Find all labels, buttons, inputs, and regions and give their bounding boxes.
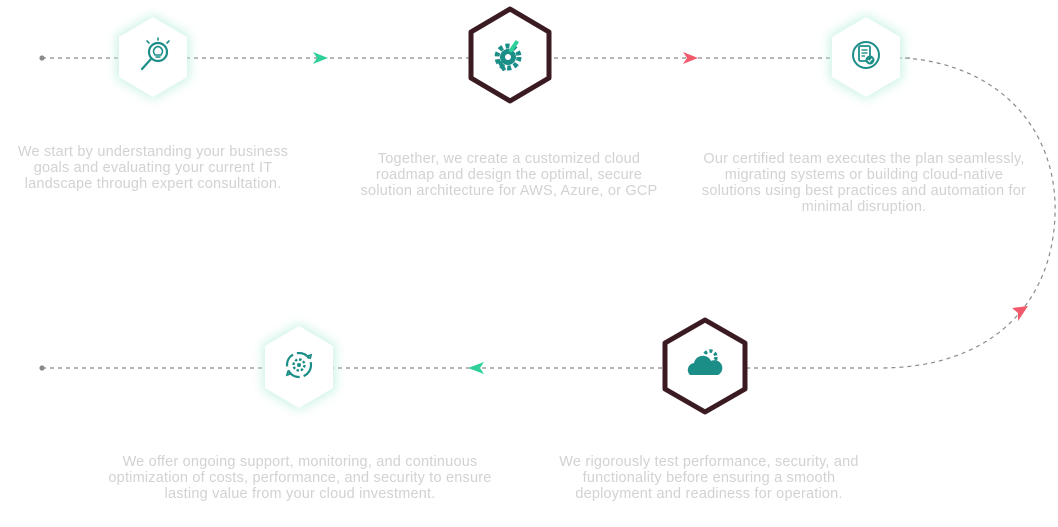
- arrow-red-top-icon: [683, 52, 698, 64]
- connector-curve: [879, 57, 1056, 369]
- step-2-hexagon: [468, 6, 552, 104]
- architecture-gear-tools-icon: [494, 40, 522, 71]
- support-optimization-cycle-icon: [285, 351, 313, 379]
- consultation-lightbulb-search-icon: [140, 37, 170, 71]
- step-5-description: We rigorously test performance, security…: [559, 454, 859, 502]
- step-5-hexagon: [662, 317, 748, 415]
- step-4-hexagon: [262, 323, 336, 411]
- step-3-description: Our certified team executes the plan sea…: [701, 151, 1027, 215]
- execution-checklist-icon: [852, 41, 880, 69]
- arrow-green-top-icon: [313, 52, 328, 64]
- step-2-description: Together, we create a customized cloud r…: [360, 151, 658, 199]
- step-4-description: We offer ongoing support, monitoring, an…: [108, 454, 492, 502]
- step-3-hexagon: [829, 14, 903, 100]
- arrow-green-bottom-icon: [468, 362, 484, 374]
- end-dot-bottom: [39, 365, 45, 371]
- arrow-red-curve-icon: [1012, 306, 1028, 321]
- step-1-hexagon: [116, 14, 190, 100]
- start-dot-top: [39, 55, 45, 61]
- cloud-deployment-gear-icon: [687, 349, 723, 375]
- step-1-description: We start by understanding your business …: [17, 144, 289, 192]
